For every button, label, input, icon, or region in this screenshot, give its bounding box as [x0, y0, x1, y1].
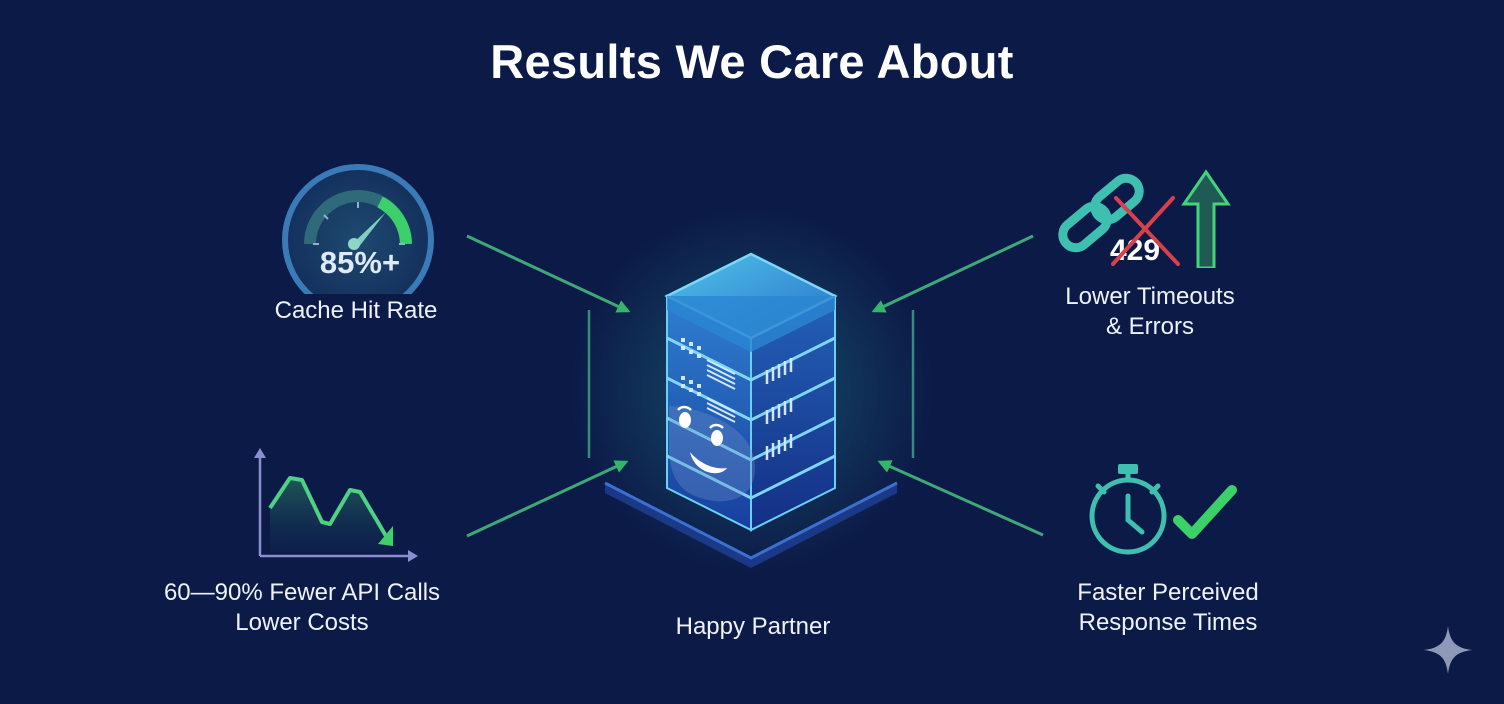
fewer-api-calls-label: 60—90% Fewer API Calls Lower Costs: [130, 578, 474, 638]
server-illustration: [595, 238, 907, 568]
gauge-icon: [282, 164, 438, 294]
page-title: Results We Care About: [490, 35, 1014, 88]
gauge-value: 85%+: [319, 245, 401, 280]
faster-response-line1: Faster Perceived: [1077, 579, 1259, 606]
center-label: Happy Partner: [675, 613, 831, 640]
declining-chart-icon: [250, 446, 422, 566]
server-face: [679, 412, 727, 474]
faster-response-line2: Response Times: [1078, 609, 1258, 636]
fewer-api-calls-line1: 60—90% Fewer API Calls: [163, 579, 441, 606]
lower-timeouts-line2: & Errors: [1105, 313, 1194, 340]
fewer-api-calls-line2: Lower Costs: [235, 609, 369, 636]
smiling-server-icon: [604, 252, 898, 568]
lower-timeouts-label: Lower Timeouts & Errors: [1030, 282, 1270, 342]
lower-timeouts-line1: Lower Timeouts: [1065, 283, 1235, 310]
cache-hit-rate-label: Cache Hit Rate: [274, 297, 438, 324]
arrow-api-to-center: [466, 460, 629, 538]
arrow-cache-to-center: [466, 234, 631, 313]
arrow-errors-to-center: [871, 234, 1034, 313]
stopwatch-check-icon: [1086, 460, 1250, 560]
broken-link-icon: 429: [1058, 168, 1238, 268]
arrow-speed-to-center: [877, 460, 1044, 537]
faster-response-label: Faster Perceived Response Times: [1046, 578, 1290, 638]
sparkle-icon: [1422, 624, 1474, 676]
